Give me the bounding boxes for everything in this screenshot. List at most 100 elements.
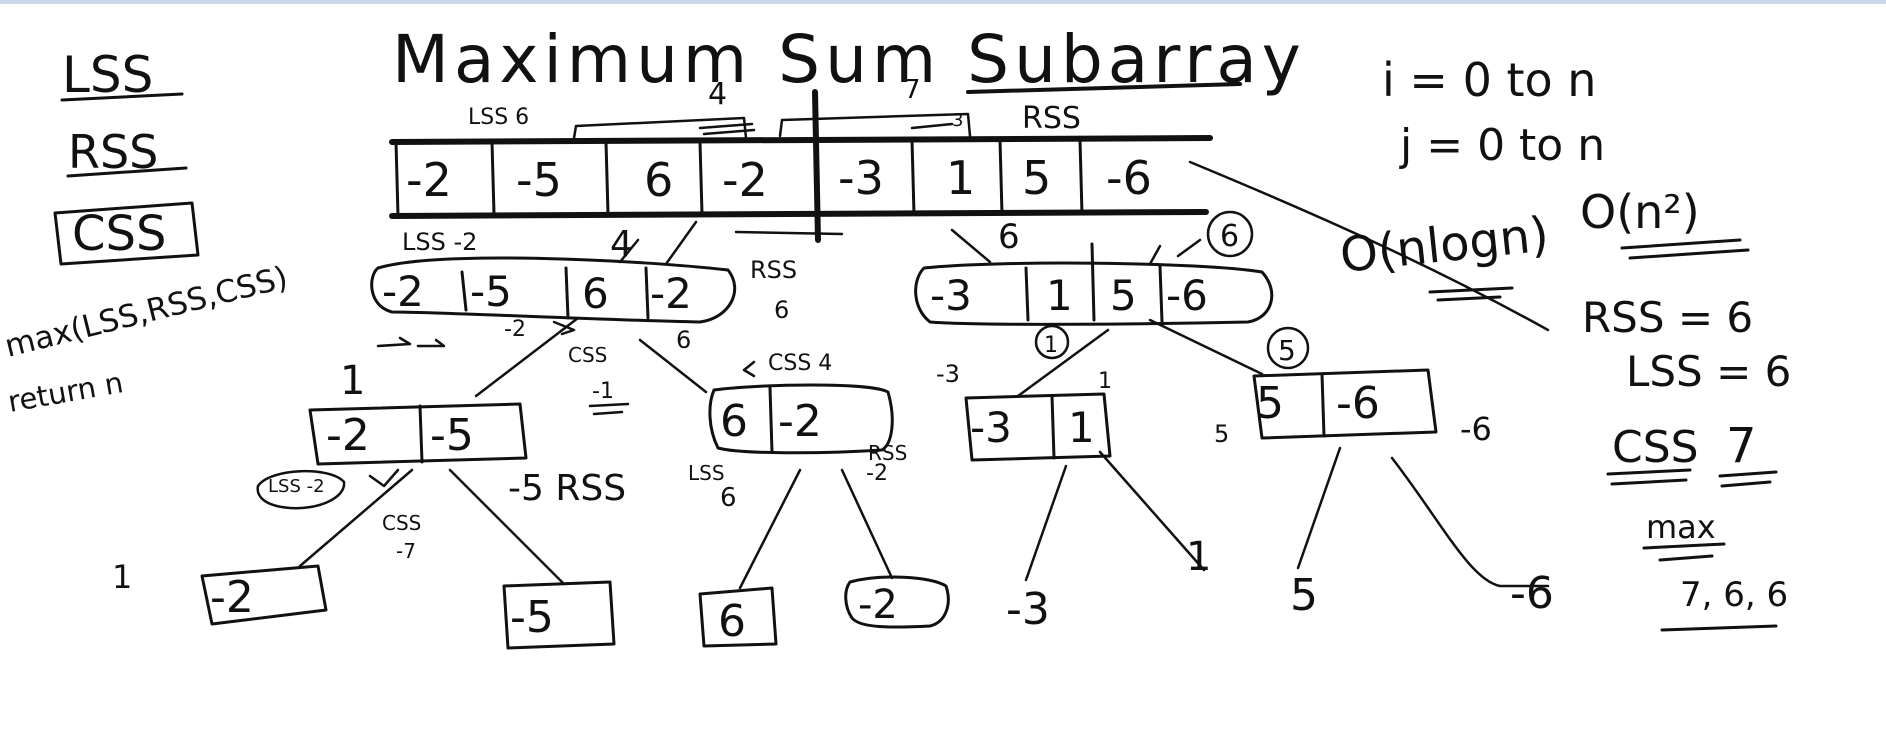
complexity-quadratic: O(n²) <box>1580 185 1700 239</box>
leaf-value: -2 <box>858 582 898 628</box>
level2-connectors <box>474 316 1264 398</box>
check-mark <box>368 468 400 488</box>
annotation: 4 <box>610 224 633 265</box>
quarter-1-cell: -2 <box>326 410 370 461</box>
right-half-box <box>914 261 1274 326</box>
array-top-brackets <box>572 112 972 140</box>
summary-css-underline <box>1606 468 1692 486</box>
summary-css-label: CSS <box>1612 422 1699 473</box>
main-array-split-line <box>812 89 821 243</box>
annotation: LSS -2 <box>402 228 477 256</box>
main-array: -2 -5 6 -2 -3 1 5 -6 <box>389 89 1213 243</box>
legend-css: CSS <box>72 206 166 262</box>
annotation: CSS <box>382 511 421 535</box>
max-note: max(LSS,RSS,CSS) <box>1 260 291 365</box>
annotation: 1 <box>1098 369 1112 394</box>
title-underline <box>966 82 1242 94</box>
array-cell: -3 <box>838 151 884 205</box>
annotation: 6 <box>998 217 1020 257</box>
quarter-2-box <box>708 383 894 455</box>
quarter-4-box <box>1252 368 1438 440</box>
main-array-border <box>389 135 1213 219</box>
annotation: LSS 6 <box>468 105 529 130</box>
annotation: -2 <box>866 461 888 486</box>
array-cell: -6 <box>1106 151 1152 205</box>
main-array-dividers <box>490 138 1084 216</box>
leaf-value: 5 <box>1290 570 1318 621</box>
leaf-box <box>844 575 950 629</box>
annotation: 5 <box>1214 420 1229 448</box>
annotation-oval <box>256 469 346 510</box>
annotation: 7 <box>904 75 921 105</box>
array-pointer-line <box>1188 160 1550 332</box>
quarter-4-divider <box>1320 372 1326 438</box>
quarter-2-cell: -2 <box>778 396 822 447</box>
summary-css-value: 7 <box>1726 418 1757 474</box>
left-half-dividers <box>460 266 650 320</box>
leaf-box <box>200 564 328 626</box>
legend-rss-underline <box>66 166 188 178</box>
quarter-2-divider <box>768 386 774 454</box>
leaf-box <box>502 580 616 650</box>
annotation: -2 <box>504 317 526 342</box>
right-half-cell: 5 <box>1110 271 1137 320</box>
summary-css-value-underline <box>1718 470 1778 488</box>
complexity-quadratic-strike <box>1620 238 1750 260</box>
left-half-cell: -5 <box>470 267 512 316</box>
array-top-ticks <box>698 122 954 136</box>
quarter-4-cell: -6 <box>1336 378 1380 429</box>
summary-rss: RSS = 6 <box>1582 293 1753 342</box>
loop-j: j = 0 to n <box>1399 120 1605 171</box>
array-cell: -5 <box>516 153 562 207</box>
summary-lss: LSS = 6 <box>1626 347 1791 396</box>
summary-max-label: max <box>1646 508 1716 546</box>
leaf-connectors <box>298 446 1550 590</box>
left-half-box <box>370 256 737 324</box>
summary-max-args: 7, 6, 6 <box>1680 575 1788 615</box>
leaf-value: -5 <box>510 592 554 643</box>
quarter-3-box <box>964 392 1112 462</box>
annotation-underline <box>588 402 630 416</box>
annotation: 1 <box>1044 333 1058 358</box>
annotation: CSS <box>568 343 607 367</box>
legend-lss-underline <box>60 92 184 102</box>
annotation: 3 <box>952 110 963 131</box>
array-cell: 6 <box>644 153 673 207</box>
leaf-value: 6 <box>718 596 746 647</box>
annotation: 5 <box>1278 334 1296 367</box>
annotation: RSS <box>1022 101 1081 136</box>
annotation: 1 <box>340 358 365 404</box>
annotation-circle <box>1266 326 1310 370</box>
annotation: 4 <box>708 77 727 112</box>
annotation: -5 RSS <box>508 468 626 509</box>
right-half-cell: -6 <box>1166 271 1208 320</box>
annotation: CSS 4 <box>768 351 832 376</box>
quarter-4-cell: 5 <box>1256 378 1284 429</box>
leaf-value: -6 <box>1510 568 1554 619</box>
array-cell: -2 <box>722 153 768 207</box>
legend-lss: LSS <box>62 46 153 104</box>
quarter-1-divider <box>418 404 424 464</box>
quarter-2-cell: 6 <box>720 396 748 447</box>
left-half-cell: 6 <box>582 269 609 318</box>
arrow-marks <box>376 320 756 378</box>
main-array-left-edge <box>394 140 400 218</box>
return-note: return n <box>5 365 125 419</box>
annotation: 6 <box>676 326 691 354</box>
annotation: LSS <box>688 461 725 485</box>
array-cell: 1 <box>946 151 975 205</box>
annotation: RSS <box>750 256 797 284</box>
right-half-cell: -3 <box>930 271 972 320</box>
quarter-3-cell: -3 <box>970 403 1012 452</box>
right-half-cell: 1 <box>1046 271 1073 320</box>
split-baseline <box>734 230 844 236</box>
annotation: -7 <box>396 539 416 563</box>
complexity-nlogn: O(nlogn) <box>1337 206 1551 284</box>
loop-i: i = 0 to n <box>1382 53 1596 107</box>
quarter-1-box <box>308 402 528 466</box>
quarter-3-cell: 1 <box>1068 403 1095 452</box>
annotation: LSS -2 <box>268 476 325 497</box>
summary-max-underline <box>1642 542 1726 562</box>
legend-css-box <box>53 201 200 266</box>
